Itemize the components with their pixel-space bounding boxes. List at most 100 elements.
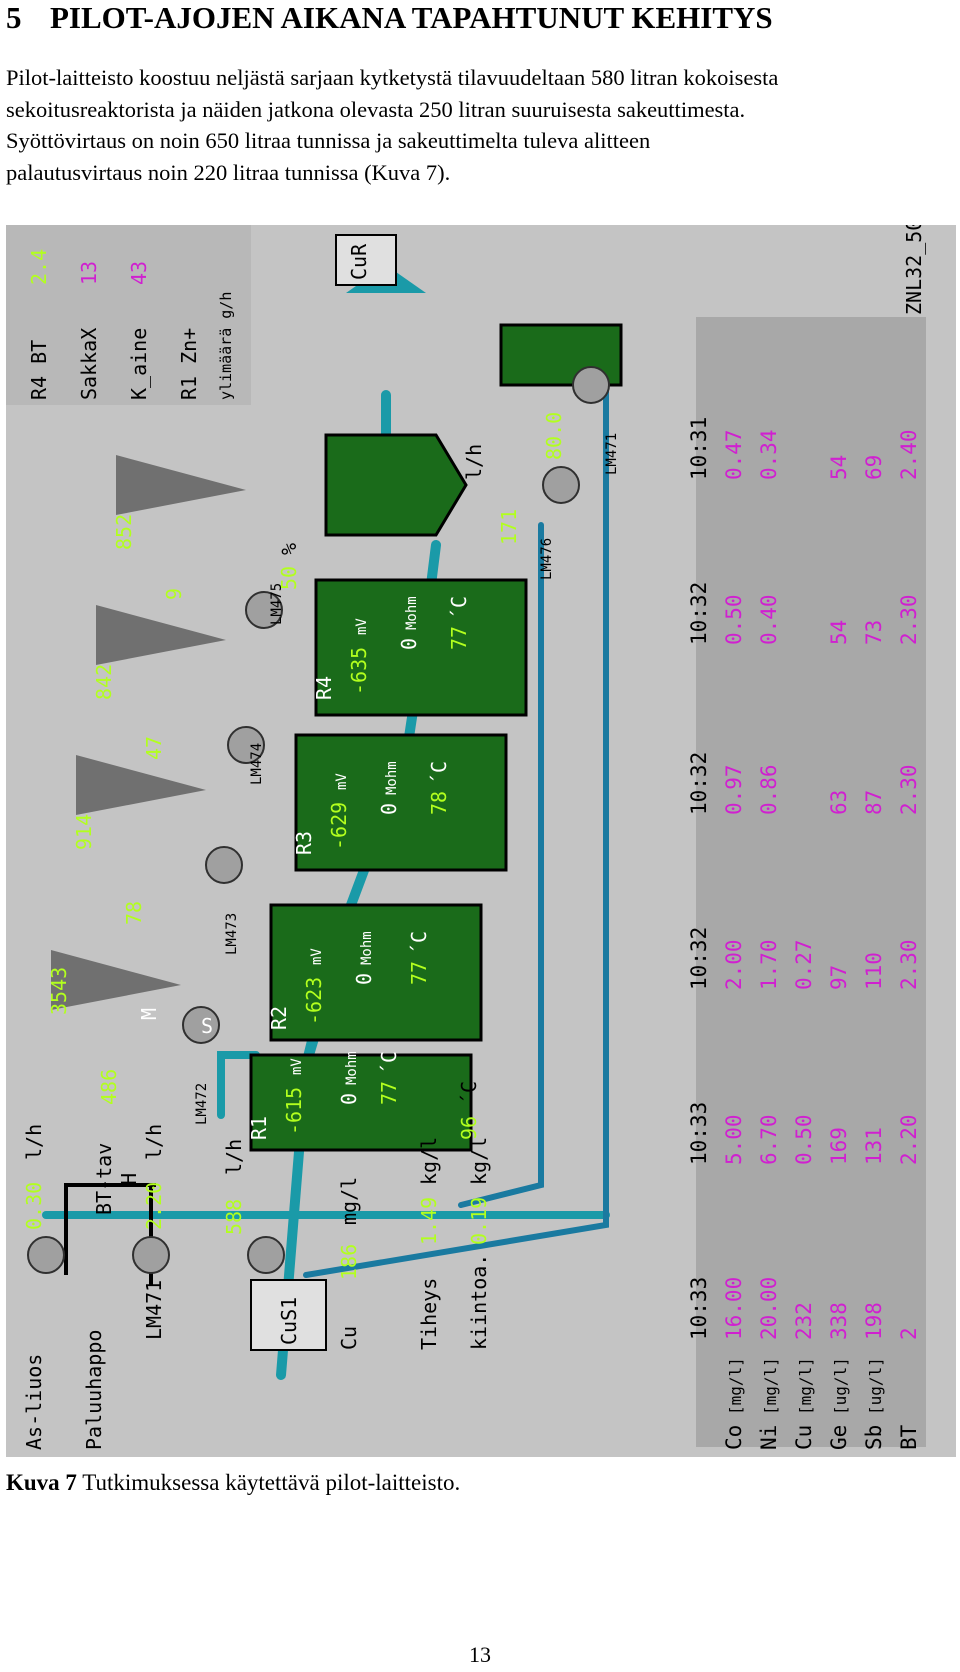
inlet-tank bbox=[250, 1279, 327, 1351]
thickener bbox=[324, 433, 468, 537]
reactor-mv-unit: mV bbox=[334, 773, 350, 790]
return-flow-unit: l/h bbox=[462, 444, 486, 480]
reactor-pump-label: LM475 bbox=[269, 583, 285, 625]
table-cell: 169 bbox=[827, 1127, 851, 1165]
silo-r1 bbox=[51, 950, 181, 1010]
reactor-mv-unit: mV bbox=[354, 618, 370, 635]
summary-label: R1 Zn+ bbox=[177, 328, 201, 400]
summary-label: K_aine bbox=[127, 328, 151, 400]
figure-id: ZNL32_50 bbox=[902, 225, 926, 315]
reactor-temp-unit: ´C bbox=[407, 931, 431, 955]
table-cell: 20.00 bbox=[757, 1277, 781, 1340]
section-heading: 5 PILOT-AJOJEN AIKANA TAPAHTUNUT KEHITYS bbox=[6, 0, 773, 36]
reactor-temp: 78 bbox=[427, 791, 451, 815]
summary-value: 13 bbox=[77, 261, 101, 285]
reactor-heat-unit: ´C bbox=[457, 1081, 481, 1105]
tiheys-unit: kg/l bbox=[417, 1137, 441, 1185]
paluuhappo-label: Paluuhappo bbox=[82, 1330, 106, 1450]
paragraph-line: palautusvirtaus noin 220 litraa tunnissa… bbox=[6, 159, 451, 185]
reactor-r2 bbox=[269, 903, 483, 1042]
paragraph-line: sekoitusreaktorista ja näiden jatkona ol… bbox=[6, 96, 746, 122]
table-cell: 2.00 bbox=[722, 939, 746, 990]
kiintoa-unit: kg/l bbox=[467, 1137, 491, 1185]
table-cell: 63 bbox=[827, 790, 851, 815]
data-table: 10:33 10:33 10:32 10:32 10:32 10:31 Co [… bbox=[687, 417, 921, 1450]
reactor-pct: 50 bbox=[277, 566, 301, 590]
feed-unit: l/h bbox=[222, 1139, 246, 1175]
summary-label: SakkaX bbox=[77, 328, 101, 400]
table-time: 10:33 bbox=[687, 1102, 711, 1165]
reactor-feed: 9 bbox=[162, 588, 186, 600]
pump-circles bbox=[27, 366, 610, 1274]
silo-value: 914 bbox=[72, 814, 96, 850]
table-cell: 2.30 bbox=[897, 764, 921, 815]
reactor-pump-label: LM472 bbox=[194, 1083, 210, 1125]
diagram-labels: ZNL32_50 CuR CuS1 R4 BT 2.4 SakkaX 13 K_… bbox=[22, 219, 926, 1450]
reactor-mv-unit: mV bbox=[309, 948, 325, 965]
reactor-mohm-unit: Mohm bbox=[384, 761, 400, 795]
underflow-pump: LM471 bbox=[604, 433, 620, 475]
table-row-unit: [mg/l] bbox=[726, 1357, 745, 1415]
reactor-mohm: 0 bbox=[397, 638, 421, 650]
as-value: 0.30 bbox=[22, 1182, 46, 1230]
paluu-value: 2.20 bbox=[142, 1182, 166, 1230]
process-diagram-figure: ZNL32_50 CuR CuS1 R4 BT 2.4 SakkaX 13 K_… bbox=[6, 219, 956, 1457]
table-time: 10:31 bbox=[687, 417, 711, 480]
reactor-name: R4 bbox=[312, 676, 336, 700]
table-row-unit: [mg/l] bbox=[796, 1357, 815, 1415]
table-row-unit: [mg/l] bbox=[761, 1357, 780, 1415]
table-cell: 87 bbox=[862, 790, 886, 815]
reactor-pct-unit: % bbox=[277, 543, 301, 555]
reactor-temp: 77 bbox=[407, 961, 431, 985]
outlet-tank-label: CuR bbox=[347, 243, 371, 280]
reactor-pump-label: LM473 bbox=[224, 913, 240, 955]
silo-r3 bbox=[96, 605, 226, 665]
tiheys-label: Tiheys bbox=[417, 1278, 441, 1350]
table-time: 10:33 bbox=[687, 1277, 711, 1340]
section-title: PILOT-AJOJEN AIKANA TAPAHTUNUT KEHITYS bbox=[50, 0, 773, 35]
summary-sub-label: ylimäärä g/h bbox=[217, 292, 235, 400]
section-number: 5 bbox=[6, 0, 22, 35]
table-cell: 0.47 bbox=[722, 429, 746, 480]
table-cell: 54 bbox=[827, 620, 851, 645]
table-cell: 198 bbox=[862, 1302, 886, 1340]
reactor-mohm: 0 bbox=[377, 803, 401, 815]
table-time: 10:32 bbox=[687, 752, 711, 815]
silo-value: 3543 bbox=[47, 967, 71, 1015]
as-unit: l/h bbox=[22, 1124, 46, 1160]
table-cell: 0.97 bbox=[722, 764, 746, 815]
reactor-feed: 78 bbox=[122, 901, 146, 925]
reactor-heat: 96 bbox=[457, 1116, 481, 1140]
caption-text: Tutkimuksessa käytettävä pilot-laitteist… bbox=[76, 1470, 461, 1495]
table-cell: 232 bbox=[792, 1302, 816, 1340]
table-cell: 97 bbox=[827, 965, 851, 990]
summary-label: R4 BT bbox=[27, 340, 51, 400]
reactor-feed: 47 bbox=[142, 736, 166, 760]
table-cell: 6.70 bbox=[757, 1114, 781, 1165]
paragraph-line: Syöttövirtaus on noin 650 litraa tunniss… bbox=[6, 128, 651, 153]
reactor-mohm-unit: Mohm bbox=[359, 931, 375, 965]
reactor-mohm-unit: Mohm bbox=[404, 596, 420, 630]
table-cell: 0.50 bbox=[792, 1114, 816, 1165]
table-row-label: Sb bbox=[862, 1425, 886, 1450]
heater-label: H bbox=[117, 1173, 141, 1185]
pump-s-label: S bbox=[201, 1014, 213, 1038]
figure-caption: Kuva 7 Tutkimuksessa käytettävä pilot-la… bbox=[6, 1470, 460, 1496]
caption-label: Kuva 7 bbox=[6, 1470, 77, 1495]
table-cell: 1.70 bbox=[757, 939, 781, 990]
table-time: 10:32 bbox=[687, 582, 711, 645]
reactor-mv: -615 bbox=[282, 1087, 306, 1135]
cu-value: 186 bbox=[337, 1244, 361, 1280]
reactor-name: R3 bbox=[292, 831, 316, 855]
table-row-label: Co bbox=[722, 1425, 746, 1450]
reactor-r4 bbox=[314, 578, 528, 717]
paragraph-line: Pilot-laitteisto koostuu neljästä sarjaa… bbox=[6, 65, 779, 90]
data-table-panel bbox=[696, 317, 926, 1447]
motor-label: M bbox=[137, 1008, 161, 1020]
cu-unit: mg/l bbox=[337, 1177, 361, 1225]
silo-value: 852 bbox=[112, 514, 136, 550]
table-row-unit: [ug/l] bbox=[866, 1357, 885, 1415]
reactor-name: R1 bbox=[247, 1116, 271, 1140]
underflow-value: 80.0 bbox=[542, 412, 566, 460]
table-row-label: BT bbox=[897, 1424, 921, 1450]
